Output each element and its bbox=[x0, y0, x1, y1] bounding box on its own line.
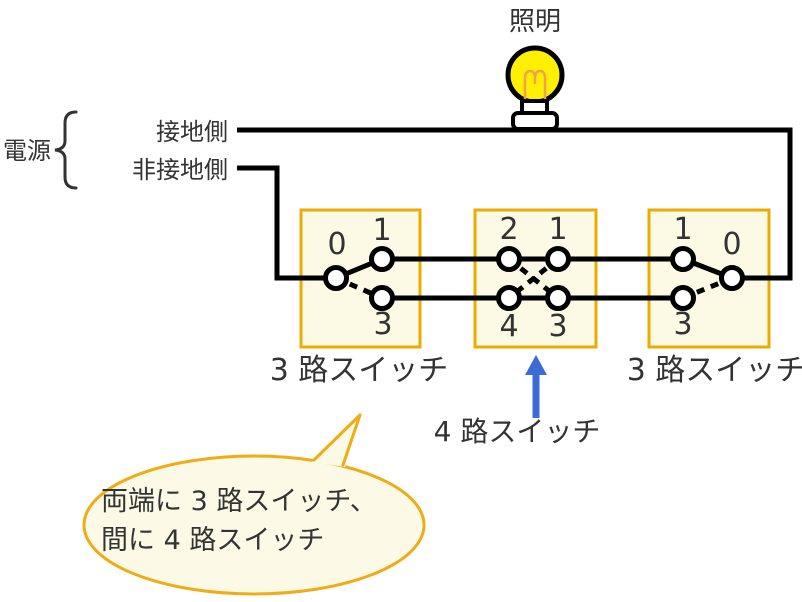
ungrounded-side-label: 非接地側 bbox=[132, 156, 228, 184]
terminal-circle bbox=[369, 285, 395, 311]
terminal-label: 1 bbox=[372, 213, 391, 248]
terminal-circle bbox=[496, 285, 522, 311]
lamp-label: 照明 bbox=[509, 7, 561, 37]
terminal-circle bbox=[545, 246, 571, 272]
terminal-circle bbox=[545, 285, 571, 311]
terminal-circle bbox=[670, 285, 696, 311]
bulb-base bbox=[511, 111, 559, 131]
terminal-label: 0 bbox=[722, 227, 741, 262]
four-way-switch-label: 4 路スイッチ bbox=[434, 415, 601, 448]
terminal-circle bbox=[670, 246, 696, 272]
grounded-side-label: 接地側 bbox=[156, 118, 228, 146]
terminal-label: 3 bbox=[373, 307, 392, 342]
bulb-filament-icon bbox=[523, 69, 547, 101]
terminal-label: 1 bbox=[548, 212, 567, 247]
up-arrow-icon bbox=[525, 355, 547, 418]
terminal-label: 3 bbox=[548, 309, 567, 344]
wire-ungrounded bbox=[237, 165, 336, 281]
brace-icon bbox=[54, 110, 78, 190]
terminal-label: 2 bbox=[499, 212, 518, 247]
terminal-label: 4 bbox=[499, 309, 518, 344]
callout-text-line1: 両端に 3 路スイッチ、 bbox=[101, 486, 377, 517]
terminal-label: 1 bbox=[673, 212, 692, 247]
terminals bbox=[323, 246, 745, 311]
callout-tail-outline bbox=[312, 413, 362, 467]
wire-grounded bbox=[237, 127, 793, 281]
wiring bbox=[237, 127, 793, 301]
arrow-head bbox=[525, 355, 547, 375]
power-label: 電源 bbox=[3, 137, 51, 165]
terminal-circle bbox=[719, 265, 745, 291]
terminal-circle bbox=[369, 246, 395, 272]
terminal-labels: 0 1 3 2 1 4 3 1 0 3 bbox=[327, 212, 741, 344]
terminal-circle bbox=[496, 246, 522, 272]
callout-bubble: 両端に 3 路スイッチ、 間に 4 路スイッチ bbox=[82, 413, 426, 596]
callout-ellipse bbox=[82, 454, 426, 596]
callout-text-line2: 間に 4 路スイッチ bbox=[101, 525, 324, 556]
terminal-label: 0 bbox=[327, 227, 346, 262]
terminal-label: 3 bbox=[673, 307, 692, 342]
terminal-circle bbox=[323, 265, 349, 291]
lamp-icon bbox=[505, 45, 565, 131]
three-way-switch-label-left: 3 路スイッチ bbox=[270, 353, 449, 388]
three-way-switch-label-right: 3 路スイッチ bbox=[627, 353, 802, 388]
